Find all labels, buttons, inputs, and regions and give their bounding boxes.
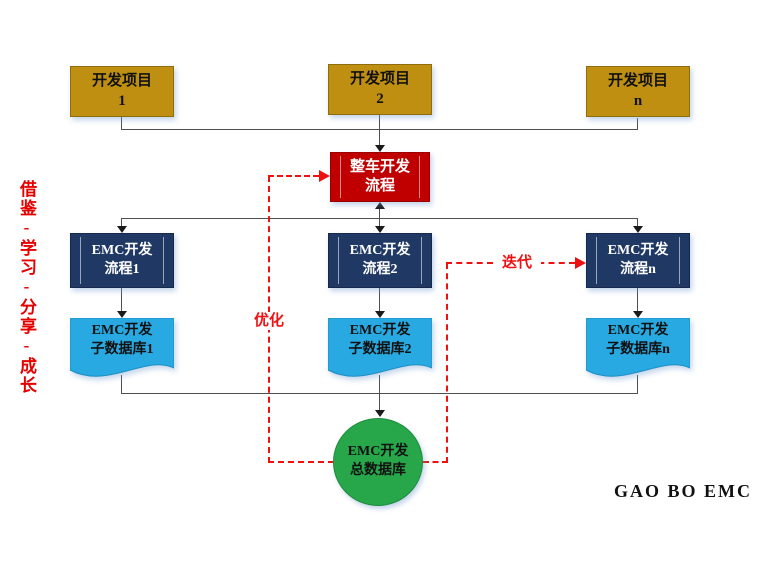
node-sub-database-n: EMC开发 子数据库n <box>586 318 690 382</box>
node-project-1-line2: 1 <box>118 92 126 109</box>
edge-emc2-to-db2 <box>379 288 380 311</box>
node-project-2-line1: 开发项目 <box>349 71 410 87</box>
edge-db1-down <box>121 375 122 394</box>
node-sub-database-1-line2: 子数据库1 <box>90 341 154 357</box>
edge-project1-down <box>121 117 122 130</box>
node-sub-database-n-line1: EMC开发 <box>607 323 669 338</box>
edge-emc1-to-db1 <box>121 288 122 311</box>
node-emc-process-2-line2: 流程2 <box>362 261 398 277</box>
node-project-1: 开发项目 1 <box>70 66 174 117</box>
optimize-label: 优化 <box>244 312 294 330</box>
edge-projectn-down <box>637 118 638 130</box>
node-main-database-line2: 总数据库 <box>350 463 406 478</box>
arrowhead-into-emc1 <box>117 226 127 233</box>
node-emc-process-n: EMC开发 流程n <box>586 233 690 288</box>
iterate-label: 迭代 <box>493 254 541 272</box>
node-sub-database-1-line1: EMC开发 <box>91 323 153 338</box>
node-main-database: EMC开发 总数据库 <box>333 418 423 506</box>
edge-db2-to-maindb <box>379 375 380 411</box>
node-vehicle-process-line1: 整车开发 <box>349 158 410 175</box>
arrowhead-into-vehicle-bottom <box>375 202 385 209</box>
node-project-n: 开发项目 n <box>586 66 690 117</box>
node-project-1-line1: 开发项目 <box>91 73 152 89</box>
edge-dbn-down <box>637 375 638 394</box>
node-sub-database-2-line1: EMC开发 <box>349 323 411 338</box>
node-emc-process-1-line1: EMC开发 <box>91 243 153 259</box>
node-sub-database-n-line2: 子数据库n <box>606 341 670 357</box>
node-emc-process-n-line1: EMC开发 <box>607 243 669 259</box>
arrowhead-into-db2 <box>375 311 385 318</box>
node-emc-process-1-line2: 流程1 <box>104 261 140 277</box>
arrowhead-into-maindb <box>375 410 385 417</box>
optimize-path-top <box>268 175 319 177</box>
edge-bus-to-emc1 <box>121 218 122 227</box>
arrowhead-into-emcn <box>633 226 643 233</box>
iterate-path-vertical <box>446 263 448 463</box>
iterate-path-bottom <box>423 461 448 463</box>
document-shape-icon <box>328 318 432 377</box>
node-project-2-line2: 2 <box>376 90 384 107</box>
edge-emcn-to-dbn <box>637 288 638 311</box>
optimize-path-bottom <box>268 461 334 463</box>
node-emc-process-2: EMC开发 流程2 <box>328 233 432 288</box>
node-vehicle-process: 整车开发 流程 <box>330 152 430 202</box>
node-project-n-line2: n <box>633 92 643 109</box>
arrowhead-into-vehicle <box>375 145 385 152</box>
side-slogan: 借鉴-学习-分享-成长 <box>17 180 36 395</box>
arrowhead-into-emc2 <box>375 226 385 233</box>
document-shape-icon <box>70 318 174 377</box>
node-sub-database-1: EMC开发 子数据库1 <box>70 318 174 382</box>
node-sub-database-2: EMC开发 子数据库2 <box>328 318 432 382</box>
document-shape-icon <box>586 318 690 377</box>
node-project-n-line1: 开发项目 <box>607 73 668 89</box>
edge-project2-to-vehicle <box>379 115 380 146</box>
node-sub-database-2-line2: 子数据库2 <box>348 341 412 357</box>
brand-text: GAO BO EMC <box>614 481 753 501</box>
iterate-arrowhead <box>575 257 586 269</box>
edge-vehicle-emc2-bidirectional <box>379 209 380 226</box>
arrowhead-into-db1 <box>117 311 127 318</box>
node-emc-process-2-line1: EMC开发 <box>349 243 411 259</box>
node-emc-process-1: EMC开发 流程1 <box>70 233 174 288</box>
node-vehicle-process-line2: 流程 <box>364 178 395 194</box>
optimize-arrowhead <box>319 170 330 182</box>
edge-bus-to-emcn <box>637 218 638 227</box>
node-project-2: 开发项目 2 <box>328 64 432 115</box>
node-main-database-line1: EMC开发 <box>347 444 409 460</box>
node-emc-process-n-line2: 流程n <box>620 261 656 277</box>
arrowhead-into-dbn <box>633 311 643 318</box>
